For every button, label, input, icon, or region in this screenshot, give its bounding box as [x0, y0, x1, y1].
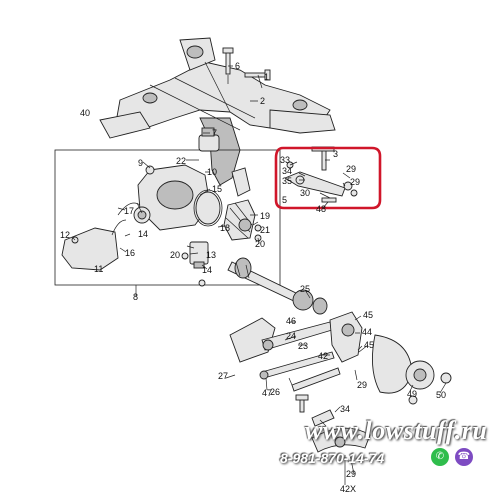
callout-24: 23	[298, 341, 308, 351]
callout-1: 1	[264, 72, 269, 82]
callout-14b: 14	[202, 265, 212, 275]
callout-47: 47	[262, 388, 272, 398]
callout-29a: 29	[346, 164, 356, 174]
page-code: 42X	[340, 484, 357, 494]
callout-25: 24	[286, 331, 296, 341]
callout-14a: 14	[138, 229, 148, 239]
callout-12: 12	[60, 230, 70, 240]
callout-18: 18	[220, 223, 230, 233]
callout-26: 25	[300, 284, 310, 294]
callout-16: 16	[125, 248, 135, 258]
callout-6: 6	[235, 61, 240, 71]
callout-29d: 29	[346, 469, 356, 479]
suspension-arms	[229, 317, 341, 427]
callout-22: 21	[260, 225, 270, 235]
drive-shaft	[227, 257, 328, 315]
top-bolts	[222, 47, 271, 89]
callout-30: 30	[300, 188, 310, 198]
knuckle-and-hub	[311, 311, 452, 453]
callout-29c: 29	[357, 380, 367, 390]
callout-33: 33	[280, 155, 290, 165]
callout-35: 35	[282, 176, 292, 186]
callout-44: 45	[363, 310, 373, 320]
callout-34a: 34	[282, 166, 292, 176]
callout-21: 20	[170, 250, 180, 260]
leader-lines	[71, 65, 447, 485]
viber-icon: ☎	[455, 448, 473, 466]
callout-9: 9	[138, 158, 143, 168]
callout-41: 42	[318, 351, 328, 361]
callout-17: 17	[124, 206, 134, 216]
callout-15: 15	[212, 184, 222, 194]
callout-49: 49	[407, 389, 417, 399]
callout-8: 8	[133, 292, 138, 302]
callout-5: 5	[282, 195, 287, 205]
callout-11: 11	[94, 264, 103, 274]
callout-23: 22	[176, 156, 186, 166]
whatsapp-icon: ✆	[431, 448, 449, 466]
callout-28: 27	[218, 371, 228, 381]
callout-50: 50	[436, 390, 446, 400]
callout-labels: 6 1 2 40 7 9 22 10 15 17 14 12 16 11 20 …	[60, 61, 446, 479]
callout-34b: 34	[340, 404, 350, 414]
upper-control-arm	[284, 146, 358, 203]
callout-2: 2	[260, 96, 265, 106]
callout-40: 40	[80, 108, 90, 118]
callout-7: 7	[212, 128, 217, 138]
callout-20: 20	[255, 239, 265, 249]
watermark-site: www.lowstuff.ru	[305, 416, 488, 445]
callout-19: 19	[260, 211, 270, 221]
callout-10: 10	[207, 167, 217, 177]
watermark-phone: 8-981-870-14-74	[280, 450, 385, 466]
callout-13: 13	[206, 250, 216, 260]
callout-46: 46	[286, 316, 296, 326]
differential-group	[54, 127, 281, 287]
callout-45: 45	[364, 340, 374, 350]
highlight-frame	[274, 146, 382, 210]
callout-48: 48	[316, 204, 326, 214]
callout-29b: 29	[350, 177, 360, 187]
callout-43: 44	[362, 327, 372, 337]
callout-3: 3	[333, 149, 338, 159]
watermark: www.lowstuff.ru 8-981-870-14-74 ✆ ☎	[280, 414, 500, 498]
callout-27: 26	[270, 387, 280, 397]
